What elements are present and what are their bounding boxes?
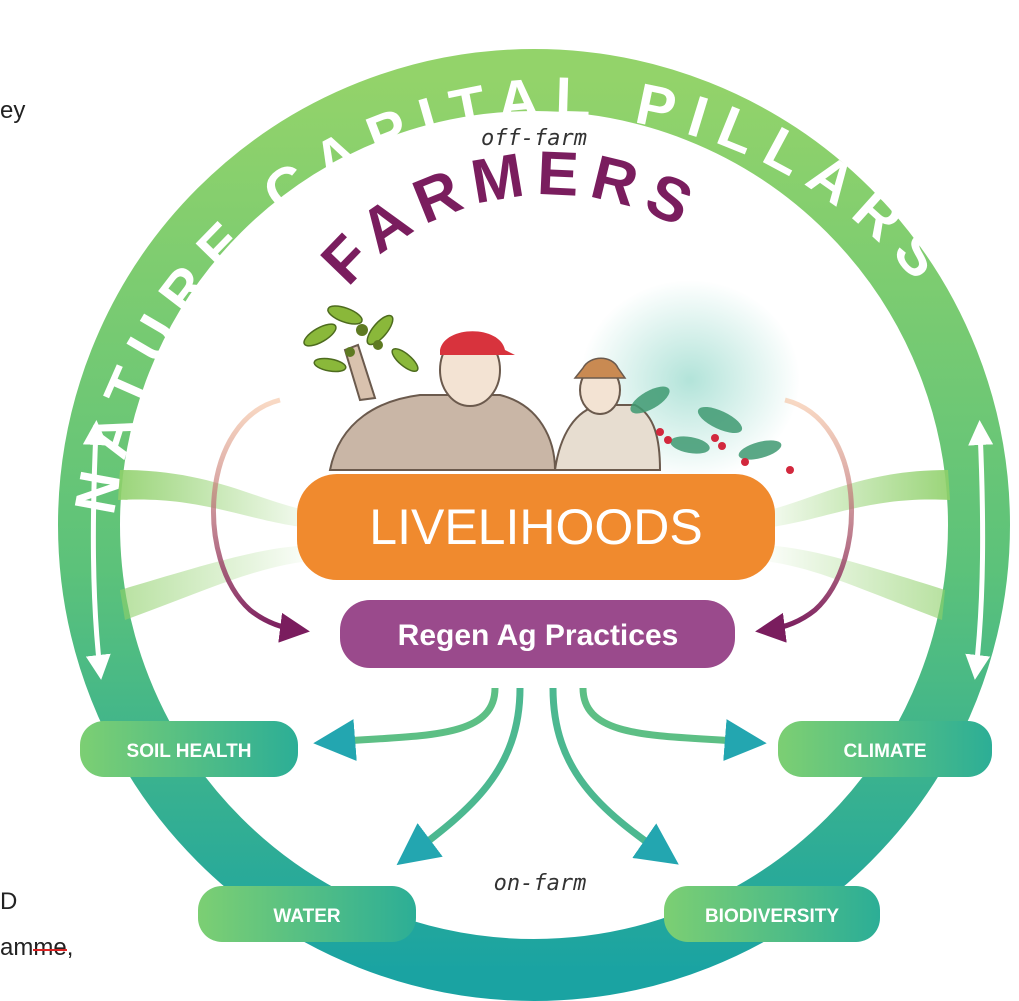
water-label: WATER bbox=[273, 906, 340, 927]
cut-off-text-plain: am bbox=[0, 934, 34, 961]
on-farm-label: on-farm bbox=[494, 871, 587, 896]
farmers-illustration bbox=[303, 280, 800, 480]
right-inflow-arrow bbox=[755, 397, 854, 643]
water-pill bbox=[198, 886, 416, 942]
left-ring-double-arrow bbox=[82, 420, 111, 680]
off-farm-label: off-farm bbox=[481, 126, 587, 151]
outflow-arrows bbox=[313, 687, 767, 866]
practices-label: Regen Ag Practices bbox=[398, 619, 679, 652]
left-upper-sweep bbox=[118, 470, 330, 530]
cut-off-text-bottom-b: amme, bbox=[0, 934, 73, 962]
right-lower-sweep bbox=[755, 545, 945, 620]
right-upper-sweep bbox=[745, 470, 950, 530]
cut-off-text-top: ey bbox=[0, 97, 26, 124]
soil-health-pill bbox=[80, 721, 298, 777]
arrow-to-water bbox=[396, 687, 524, 866]
climate-pill bbox=[778, 721, 992, 777]
practices-box bbox=[340, 600, 735, 668]
cut-off-text-struck: me bbox=[33, 934, 67, 961]
cut-off-text-bottom-a: D bbox=[0, 888, 18, 915]
livelihoods-label: LIVELIHOODS bbox=[369, 499, 702, 555]
left-inflow-arrow bbox=[211, 397, 310, 643]
arrow-to-climate bbox=[579, 687, 767, 761]
right-ring-double-arrow bbox=[965, 420, 994, 680]
arrow-to-soil-health bbox=[313, 687, 499, 761]
left-lower-sweep bbox=[120, 545, 320, 620]
cut-off-text-tail: , bbox=[66, 934, 74, 961]
arrow-to-biodiversity bbox=[549, 687, 679, 865]
climate-label: CLIMATE bbox=[843, 741, 926, 762]
biodiversity-pill bbox=[664, 886, 880, 942]
livelihoods-box bbox=[297, 474, 775, 580]
biodiversity-label: BIODIVERSITY bbox=[705, 906, 839, 927]
soil-health-label: SOIL HEALTH bbox=[127, 741, 252, 762]
